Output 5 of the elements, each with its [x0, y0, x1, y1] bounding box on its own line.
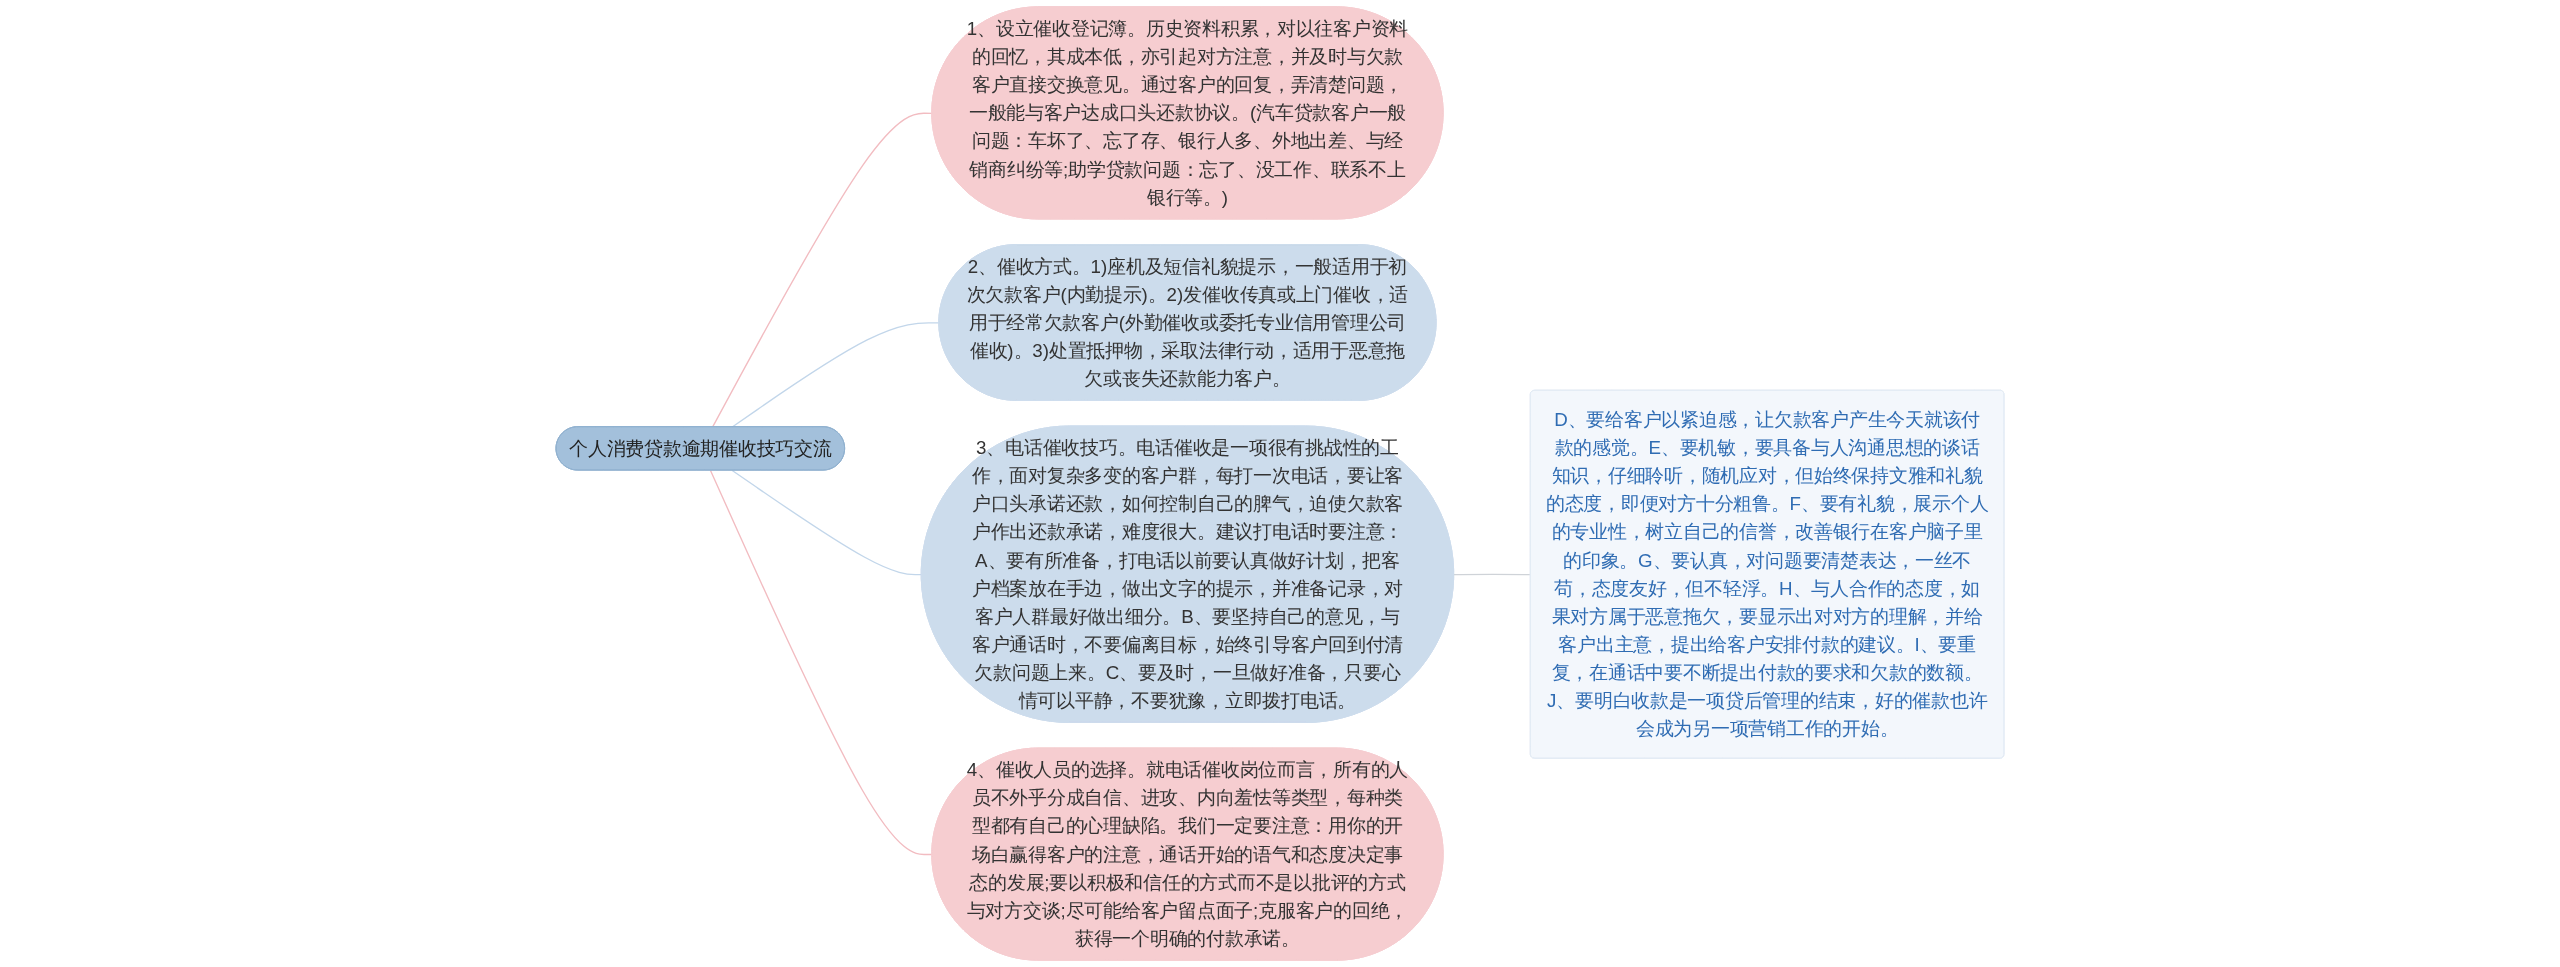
connector [731, 322, 940, 428]
connector [709, 469, 933, 856]
connector [731, 469, 923, 576]
connector [711, 112, 933, 428]
connector [1453, 573, 1532, 576]
